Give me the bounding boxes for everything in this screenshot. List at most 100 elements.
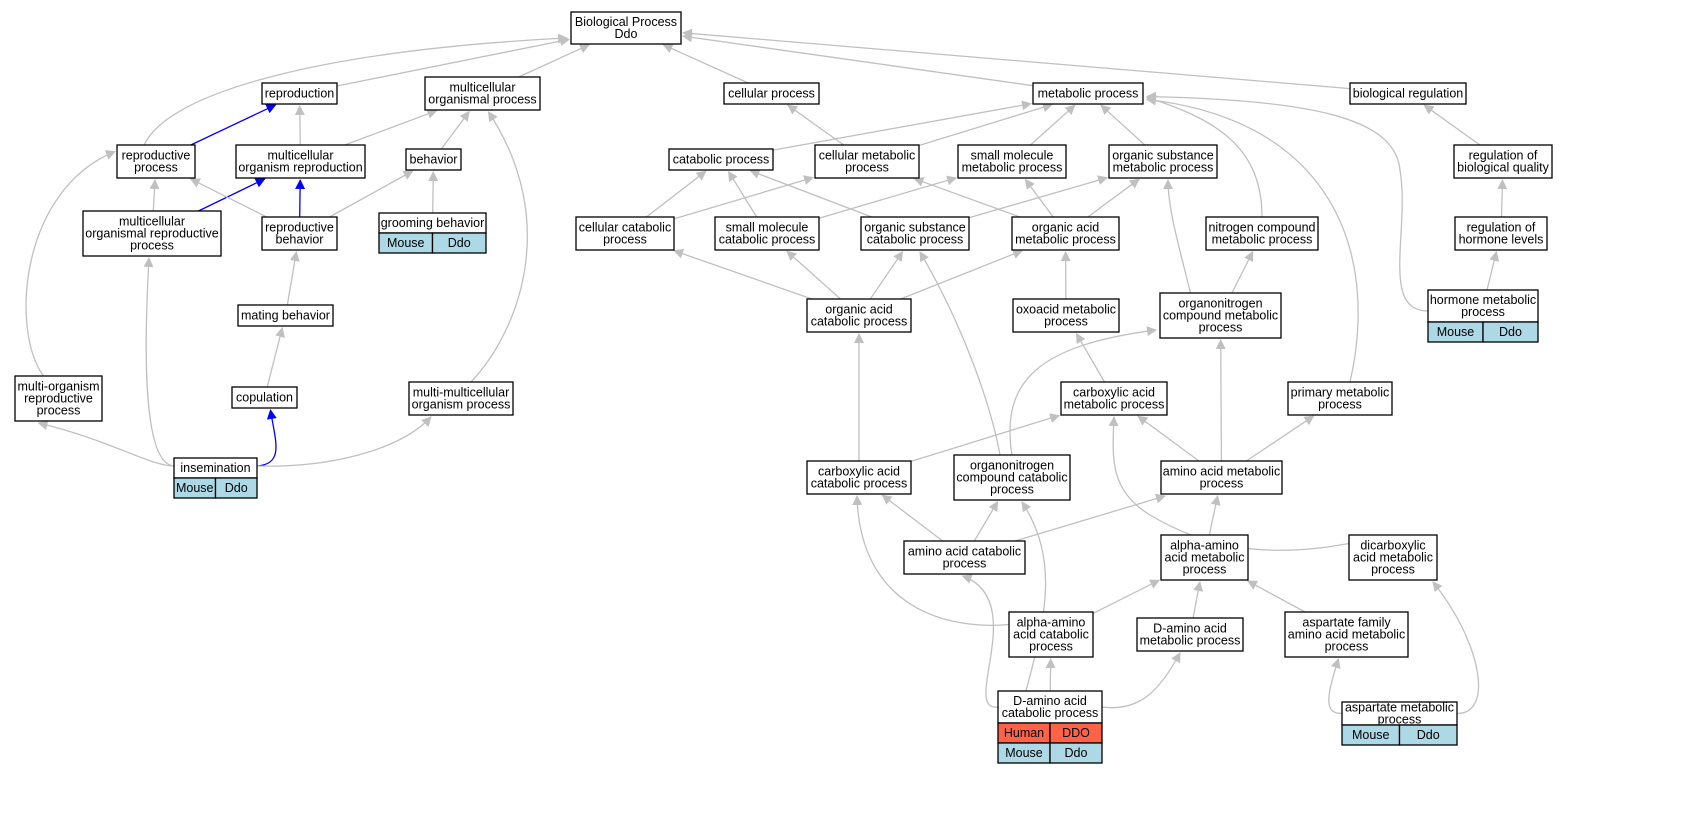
node-cellular-process[interactable]: cellular process [723,82,820,105]
species-cell-human[interactable]: Human [997,722,1051,744]
species-cell-mouse[interactable]: Mouse [1427,321,1484,343]
node-label-line: catabolic process [719,233,816,247]
node-label-line: amino acid metabolic [1163,465,1280,479]
node-label-line: hormone metabolic [1430,293,1536,307]
node-box [1349,82,1467,105]
species-cell-bg [214,477,258,499]
node-box [1454,216,1548,251]
node-box [235,144,366,179]
node-label-line: organismal process [428,93,536,107]
species-cell-mouse[interactable]: Mouse [997,742,1051,764]
node-box [1108,144,1218,179]
species-cell-ddo[interactable]: Ddo [1398,724,1458,746]
node-label-line: reproductive [122,149,191,163]
edge-org_sub_catab-to-org_sub_metab [968,175,1109,219]
edge-cell_catab-to-catabolic [646,170,707,218]
species-cell-ddo[interactable]: Ddo [431,232,487,254]
species-cell-ddo[interactable]: DDO [1049,722,1103,744]
node-behavior[interactable]: behavior [405,148,462,171]
species-cell-ddo[interactable]: Ddo [1049,742,1103,764]
species-cell-mouse[interactable]: Mouse [378,232,434,254]
edge-multi_mc-to-mop [470,111,529,383]
edges-layer [25,28,1508,715]
node-box [806,460,912,495]
node-label-line: process [134,161,178,175]
node-label-line: carboxylic acid [1073,386,1155,400]
edge-small_mol_catab-to-small_mol_metab [818,175,958,219]
node-copulation[interactable]: copulation [231,386,298,409]
species-cell-ddo[interactable]: Ddo [1482,321,1539,343]
node-box [570,11,682,45]
node-reproduction[interactable]: reproduction [261,82,338,105]
node-label-line: reproduction [265,87,335,101]
species-cell-mouse[interactable]: Mouse [173,477,217,499]
node-box [860,216,970,251]
node-label-line: cellular catabolic [579,221,671,235]
edge-insemination-to-copulation [256,409,277,467]
edge-org_acid_catab-to-org_sub_catab [869,250,904,300]
species-cell-ddo[interactable]: Ddo [214,477,258,499]
node-label-line: D-amino acid [1013,694,1087,708]
node-label-line: compound metabolic [1163,309,1278,323]
edge-multi_org_repro-to-repro_process [25,150,116,377]
edge-repro_process-to-reproduction [190,104,277,146]
species-cell-mouse[interactable]: Mouse [1341,724,1401,746]
edge-hormone_metab-to-reg_hormone [1486,250,1500,291]
node-catabolic[interactable]: catabolic process [668,148,774,171]
node-label-line: compound catabolic [956,471,1067,485]
node-label-line: catabolic process [867,233,964,247]
node-metabolic[interactable]: metabolic process [1032,82,1144,105]
node-label-line: alpha-amino [1017,616,1086,630]
node-box [1284,611,1409,658]
node-label-line: acid metabolic [1165,551,1245,565]
node-label-line: process [1183,563,1227,577]
node-label-line: copulation [236,391,293,405]
node-label-line: Ddo [615,27,638,41]
node-box [261,216,338,251]
node-bioreg[interactable]: biological regulation [1349,82,1467,105]
node-label-line: process [130,239,174,253]
node-mating[interactable]: mating behavior [237,304,334,327]
node-label-line: reproductive [265,221,334,235]
edge-org_acid_catab-to-cell_catab [673,248,813,300]
node-box [408,381,514,416]
node-label-line: regulation of [1469,149,1538,163]
